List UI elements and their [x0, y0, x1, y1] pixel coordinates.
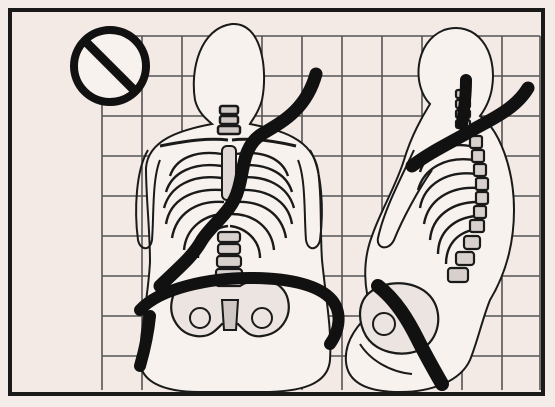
prohibition-icon [74, 30, 146, 102]
side-skeleton-view [346, 28, 514, 392]
